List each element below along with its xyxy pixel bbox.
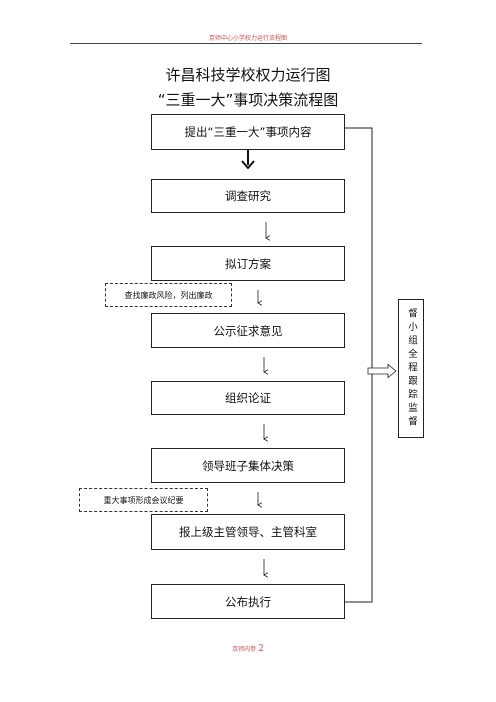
- note-integrity-risk: 查找廉政风险，列出廉政: [105, 283, 232, 307]
- step-propose: 提出“三重一大”事项内容: [151, 114, 345, 150]
- supervision-label: 督小组全程跟踪监督: [406, 307, 417, 430]
- footer-prefix: 京师内参: [232, 646, 257, 653]
- step-publish-execute: 公布执行: [151, 584, 345, 619]
- step-research: 调查研究: [151, 179, 345, 213]
- step-collective-decision: 领导班子集体决策: [151, 448, 345, 483]
- header-divider: [70, 43, 422, 44]
- step-report-superior: 报上级主管领导、主管科室: [151, 514, 345, 550]
- hollow-arrow: [367, 363, 397, 379]
- diagram-subtitle: “三重一大”事项决策流程图: [157, 91, 339, 109]
- page-number: 2: [258, 644, 264, 654]
- supervision-loop: [345, 127, 373, 603]
- step-public-comment: 公示征求意见: [151, 313, 345, 348]
- step-demonstration: 组织论证: [151, 381, 345, 415]
- diagram-title: 许昌科技学校权力运行图: [165, 66, 331, 84]
- note-meeting-minutes: 重大事项形成会议纪要: [79, 488, 208, 512]
- step-draft-plan: 拟订方案: [151, 246, 345, 281]
- page-header: 京师中心小学权力运行流程图: [208, 35, 287, 42]
- page-footer: 京师内参 2: [0, 644, 496, 654]
- supervision-box: 督小组全程跟踪监督: [398, 299, 424, 438]
